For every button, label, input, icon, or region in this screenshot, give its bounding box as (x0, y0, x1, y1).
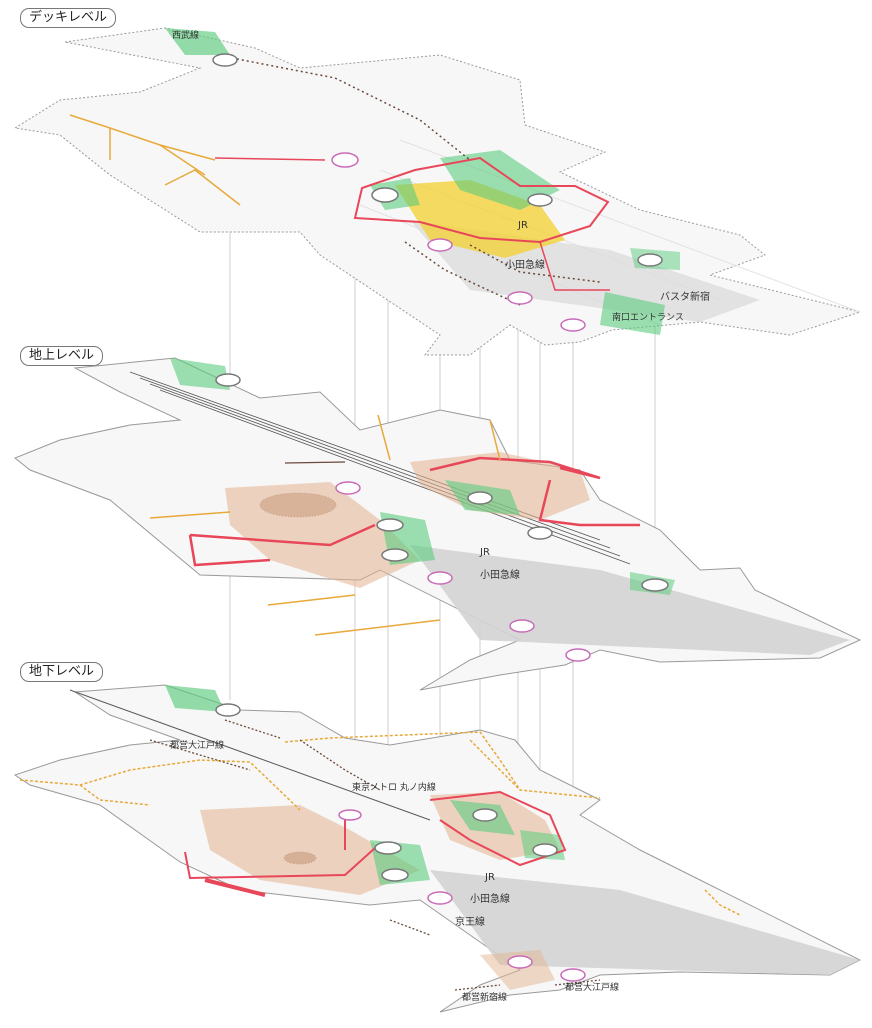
underground-red-spur (204, 878, 266, 897)
deck-green-zone-c (600, 292, 665, 335)
deck-orange-route (69, 114, 241, 206)
underground-station-band (430, 870, 860, 975)
ground-station-jr-label: JR (479, 547, 490, 558)
underground-orange-route (19, 731, 741, 916)
deck-green-zone-a (440, 150, 560, 210)
underground-station-odakyu-label: 小田急線 (470, 892, 510, 905)
deck-green-zone-d (165, 28, 230, 55)
underground-red-route (184, 790, 567, 880)
underground-dark-route (149, 719, 601, 991)
ground-station-odakyu-label: 小田急線 (480, 568, 520, 581)
deck-station-jr-label: JR (517, 220, 528, 231)
underground-level-label: 地下レベル (20, 662, 104, 682)
underground-station-keio-label: 京王線 (455, 915, 485, 928)
underground-tan-zone-c (480, 950, 555, 990)
underground-bottom-right-label: 都営大江戸線 (565, 981, 619, 993)
ground-level-label: 地上レベル (20, 346, 104, 366)
underground-line-1-label: 都営大江戸線 (170, 739, 224, 751)
ground-nodes (215, 373, 669, 662)
ground-red-route (188, 456, 640, 567)
underground-line-2-label: 東京メトロ 丸ノ内線 (352, 781, 436, 793)
deck-corner-label: 西武線 (172, 29, 199, 41)
deck-nodes (212, 53, 663, 332)
deck-station-odakyu-label: 小田急線 (505, 258, 545, 271)
ground-hatched-plaza (259, 492, 337, 518)
underground-line-band (69, 689, 431, 821)
deck-level: 西武線 JR 小田急線 バスタ新宿 南口エントランス (13, 27, 862, 356)
ground-dark-route (284, 461, 346, 464)
deck-level-label: デッキレベル (20, 8, 117, 28)
ground-green-zone-c (170, 358, 230, 390)
ground-orange-route (149, 414, 501, 636)
deck-bus-terminal-label: バスタ新宿 (660, 290, 710, 303)
underground-bottom-left-label: 都営新宿線 (462, 991, 507, 1003)
deck-red-route-link (214, 157, 610, 291)
underground-station-jr-label: JR (484, 872, 495, 883)
underground-tan-zone-a (200, 805, 420, 895)
deck-entrance-label: 南口エントランス (612, 311, 684, 323)
ground-tracks (129, 371, 631, 565)
underground-level: 都営大江戸線 東京メトロ 丸ノ内線 JR 小田急線 京王線 都営新宿線 都営大江… (13, 684, 862, 1013)
ground-level: JR 小田急線 (14, 357, 862, 691)
deck-red-route (353, 156, 610, 244)
underground-hatched-plaza (283, 851, 317, 865)
underground-green-zone-d (165, 685, 225, 712)
deck-dark-route (231, 57, 601, 306)
underground-nodes (215, 703, 586, 982)
